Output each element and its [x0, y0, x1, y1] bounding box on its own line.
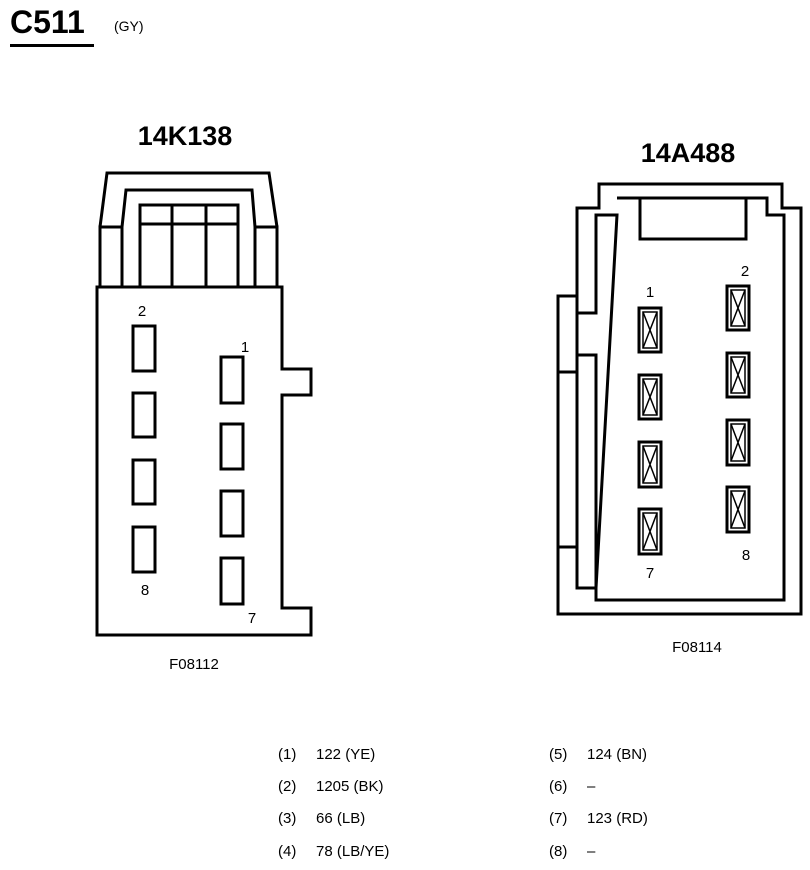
left-figure-id: F08112	[169, 656, 219, 673]
terminal-cavity	[219, 489, 245, 538]
pin-circuit: 78 (LB/YE)	[316, 843, 390, 860]
connector-id-underline	[10, 44, 94, 47]
left-pin-label: 2	[138, 303, 146, 320]
pin-number: (8)	[549, 843, 568, 860]
pin-number: (3)	[278, 810, 297, 827]
connector-color: (GY)	[114, 18, 144, 34]
terminal-cavity	[725, 351, 751, 399]
terminal-cavity	[219, 556, 245, 606]
left-pin-label: 8	[141, 582, 149, 599]
left-pin-label: 1	[241, 339, 249, 356]
terminal-cavity	[219, 422, 245, 471]
left-connector: 14K138 2 1 8 7 F08112	[95, 121, 313, 673]
terminal-cavity	[637, 507, 663, 556]
left-terminals	[131, 324, 245, 606]
connector-id: C511	[10, 4, 85, 40]
pin-circuit: –	[587, 843, 596, 860]
pin-number: (4)	[278, 843, 297, 860]
pin-number: (6)	[549, 778, 568, 795]
pin-number: (5)	[549, 746, 568, 763]
right-pin-label: 7	[646, 565, 654, 582]
right-latch-window	[638, 196, 748, 241]
right-pin-label: 2	[741, 263, 749, 280]
pin-circuit: –	[587, 778, 596, 795]
pin-circuit: 66 (LB)	[316, 810, 366, 827]
terminal-cavity	[131, 525, 157, 574]
pin-circuit: 1205 (BK)	[316, 778, 384, 795]
terminal-cavity	[637, 373, 663, 421]
pin-circuit: 123 (RD)	[587, 810, 648, 827]
right-pin-label: 8	[742, 547, 750, 564]
terminal-cavity	[637, 440, 663, 489]
terminal-cavity	[219, 355, 245, 405]
terminal-cavity	[725, 284, 751, 332]
left-body	[95, 285, 313, 637]
pin-number: (2)	[278, 778, 297, 795]
terminal-cavity	[131, 391, 157, 439]
pin-circuit: 122 (YE)	[316, 746, 376, 763]
pin-number: (7)	[549, 810, 568, 827]
left-part-number: 14K138	[138, 121, 233, 151]
right-part-number: 14A488	[641, 138, 736, 168]
terminal-cavity	[725, 418, 751, 467]
pin-number: (1)	[278, 746, 297, 763]
right-terminals	[637, 284, 751, 556]
left-pin-label: 7	[248, 610, 256, 627]
terminal-cavity	[131, 458, 157, 506]
right-pin-label: 1	[646, 284, 654, 301]
terminal-cavity	[725, 485, 751, 534]
right-figure-id: F08114	[672, 639, 722, 656]
right-connector: 14A488 1 2 7 8 F08114	[556, 138, 803, 656]
terminal-cavity	[131, 324, 157, 373]
pin-circuit: 124 (BN)	[587, 746, 648, 763]
terminal-cavity	[637, 306, 663, 354]
right-shell-inner	[575, 196, 786, 602]
right-shell-step	[556, 294, 577, 374]
